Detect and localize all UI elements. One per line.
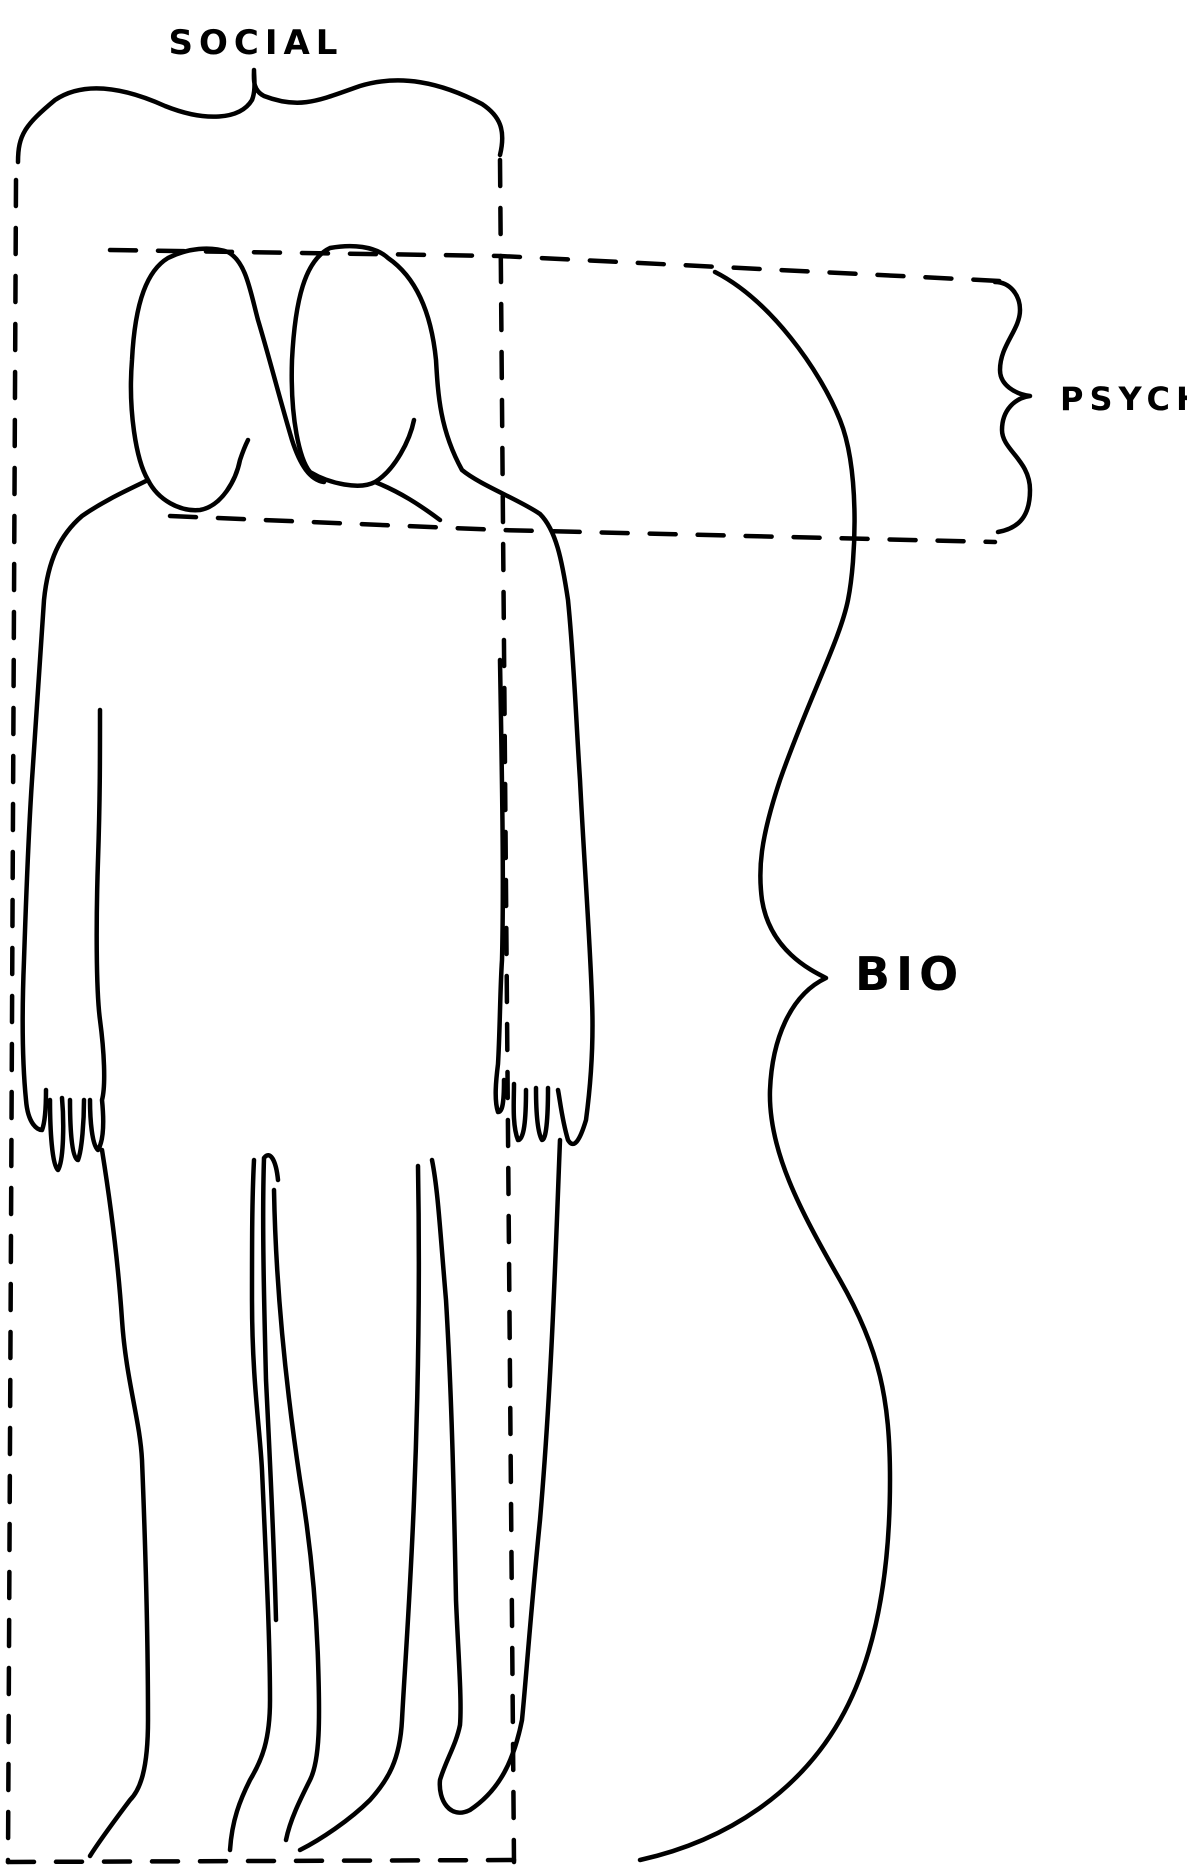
social-box-bottom-edge [8,1860,514,1862]
front-figure-outline [23,249,324,1856]
social-brace [18,70,502,162]
social-box-left-edge [8,180,16,1862]
psych-box-bottom-edge [170,516,995,542]
bio-label: BIO [855,947,964,1001]
bio-brace [640,272,890,1860]
social-label: SOCIAL [169,23,344,63]
back-figure-outline [292,246,593,1850]
psych-label: PSYCH [1060,380,1187,418]
psych-brace [995,282,1030,532]
